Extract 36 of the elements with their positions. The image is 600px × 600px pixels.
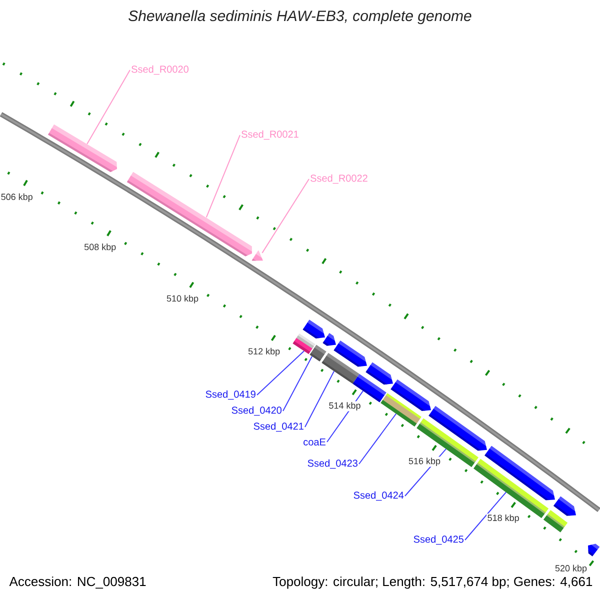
gene-label: Ssed_0423 — [308, 459, 358, 469]
gene-bar — [322, 352, 360, 384]
tick-label: 506 kbp — [0, 192, 34, 203]
gene-label: Ssed_R0020 — [132, 65, 188, 75]
tick-label: 520 kbp — [554, 564, 588, 574]
footer-note: Accession: NC_009831 — [9, 576, 146, 589]
gene-bar — [352, 374, 386, 402]
gene-label: coaE — [304, 438, 326, 446]
gene-label: Ssed_0420 — [232, 406, 282, 416]
tick-label: 512 kbp — [247, 347, 281, 358]
gene-label: Ssed_0424 — [354, 491, 404, 501]
gene-label: Ssed_0425 — [414, 535, 464, 545]
gene-block — [126, 172, 252, 256]
leader-line — [262, 178, 310, 254]
tick-label: 508 kbp — [83, 242, 117, 253]
tick-label: 518 kbp — [486, 514, 520, 524]
leader-line — [206, 134, 240, 218]
gene-block — [252, 250, 263, 261]
gene-bar — [380, 393, 422, 427]
leader-line — [256, 350, 305, 396]
leader-line — [304, 370, 335, 428]
title: Shewanella sediminis HAW-EB3, complete genome — [128, 10, 472, 24]
gene-label: Ssed_0421 — [254, 422, 304, 432]
tick-label: 514 kbp — [328, 401, 362, 412]
gene-block — [588, 544, 600, 556]
tick-label: 510 kbp — [166, 294, 200, 304]
leader-line — [86, 70, 130, 144]
gene-bar — [543, 510, 568, 532]
leader-line — [282, 356, 312, 412]
gene-label: Ssed_R0022 — [310, 174, 368, 184]
gene-label: Ssed_0419 — [206, 390, 256, 400]
gene-bar — [310, 344, 326, 362]
gene-block — [48, 124, 117, 172]
tick-label: 516 kbp — [408, 456, 442, 467]
footer-note: Topology: circular; Length: 5,517,674 bp; Genes: 4,661 — [272, 576, 592, 589]
gene-label: Ssed_R0021 — [242, 130, 298, 140]
